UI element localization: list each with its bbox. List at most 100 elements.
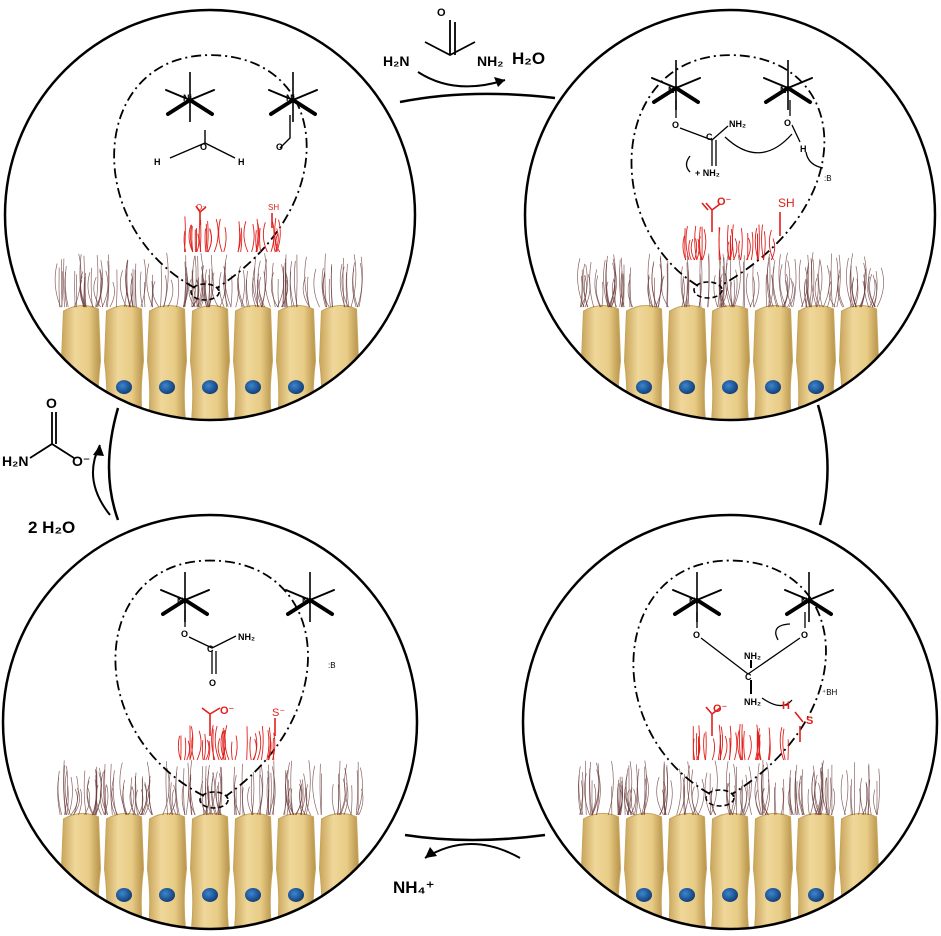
cilium bbox=[858, 788, 861, 816]
protein-fibre bbox=[275, 233, 281, 253]
cilium bbox=[577, 258, 585, 308]
cilium bbox=[742, 774, 748, 816]
carboxylate-label: O⁻ bbox=[220, 705, 235, 717]
epithelial-cell bbox=[232, 305, 274, 420]
amine-label: NH₂ bbox=[238, 632, 255, 642]
cell-nucleus bbox=[116, 380, 132, 395]
cilium bbox=[594, 269, 601, 308]
protein-fibre bbox=[256, 730, 262, 761]
cell-nucleus bbox=[593, 887, 609, 902]
cilium bbox=[798, 775, 805, 816]
cilium bbox=[753, 271, 760, 308]
cilium bbox=[127, 786, 135, 816]
cilium bbox=[299, 785, 303, 816]
cilium bbox=[754, 777, 762, 816]
cell-nucleus bbox=[722, 380, 738, 395]
cilium bbox=[352, 262, 358, 308]
cilium bbox=[196, 255, 199, 308]
electron-arrow bbox=[761, 697, 793, 707]
residue-bond bbox=[195, 205, 207, 225]
ni-bond bbox=[651, 77, 677, 89]
urea-nh2-left: H₂N bbox=[383, 53, 409, 69]
cilium bbox=[580, 275, 583, 308]
cilium bbox=[873, 271, 878, 308]
cilium bbox=[258, 766, 264, 816]
cilium bbox=[752, 262, 755, 308]
epithelial-cell bbox=[275, 305, 317, 420]
protein-fibre bbox=[747, 734, 752, 761]
cilium bbox=[720, 273, 728, 308]
protonated-base-label: ⁺BH bbox=[822, 688, 838, 697]
protein-fibre bbox=[684, 228, 686, 261]
water-reagent: 2 H₂O bbox=[28, 518, 75, 537]
cilium bbox=[331, 784, 336, 816]
ni-bond bbox=[165, 89, 191, 101]
cilium bbox=[250, 775, 254, 815]
water-product: H₂O bbox=[512, 49, 545, 68]
cilium bbox=[160, 265, 162, 308]
cilium bbox=[811, 771, 818, 816]
cilium bbox=[725, 252, 734, 308]
cilium bbox=[710, 760, 718, 816]
cilium bbox=[808, 258, 813, 308]
cilium bbox=[591, 762, 600, 816]
cycle-ring bbox=[816, 404, 829, 526]
protein-fibre bbox=[690, 239, 695, 261]
cilium bbox=[214, 771, 222, 816]
protein-fibre bbox=[196, 730, 202, 761]
protein-fibre bbox=[768, 229, 774, 261]
protein-fibre bbox=[206, 220, 209, 253]
cilium bbox=[843, 770, 849, 816]
bottom-reaction: NH₄⁺ bbox=[393, 843, 521, 897]
ni-bond bbox=[652, 86, 678, 104]
cilium bbox=[678, 777, 686, 816]
epithelial-cell bbox=[232, 812, 274, 929]
oxygen-label: O bbox=[784, 118, 791, 128]
cilium bbox=[264, 259, 271, 308]
epithelial-cell bbox=[189, 812, 231, 929]
cilium bbox=[859, 777, 865, 816]
cilium bbox=[168, 784, 177, 816]
cell-nucleus bbox=[765, 887, 781, 902]
oxygen-label: O bbox=[209, 678, 216, 688]
hydrogen-label: H bbox=[238, 157, 245, 167]
protein-fibre bbox=[701, 229, 707, 261]
cilium bbox=[103, 784, 109, 816]
cilium bbox=[219, 266, 227, 308]
cilium bbox=[130, 278, 134, 308]
cilium bbox=[664, 765, 669, 816]
cilium bbox=[814, 774, 822, 816]
cilium bbox=[181, 786, 186, 816]
cilium bbox=[805, 254, 810, 308]
cilium bbox=[607, 761, 614, 816]
cell-nucleus bbox=[159, 887, 175, 902]
cell-nucleus bbox=[202, 380, 218, 395]
protein-fibre bbox=[692, 738, 696, 761]
cilium bbox=[183, 768, 186, 815]
protein-fibre bbox=[273, 233, 276, 253]
cilium bbox=[784, 252, 793, 308]
cilium bbox=[637, 768, 642, 816]
cilium bbox=[83, 770, 87, 815]
protein-fibre bbox=[184, 737, 187, 761]
ni-bond bbox=[161, 598, 187, 616]
protein-fibre bbox=[782, 728, 786, 761]
cilium bbox=[90, 267, 93, 308]
cilium bbox=[119, 762, 127, 816]
cilium bbox=[211, 772, 218, 816]
protein-fibre bbox=[189, 726, 194, 761]
cilium bbox=[682, 276, 686, 308]
ni-bond bbox=[786, 86, 812, 104]
cell-nucleus bbox=[636, 380, 652, 395]
protein-fibre bbox=[696, 238, 700, 261]
cilium bbox=[810, 252, 817, 308]
cilium bbox=[687, 765, 694, 816]
cell-nucleus bbox=[765, 380, 781, 395]
thiol-label: SH bbox=[778, 196, 795, 210]
cilium bbox=[745, 273, 752, 308]
cell-nucleus bbox=[73, 380, 89, 395]
ni-bond bbox=[763, 77, 789, 89]
cell-nucleus bbox=[159, 380, 175, 395]
cilium bbox=[95, 255, 99, 308]
